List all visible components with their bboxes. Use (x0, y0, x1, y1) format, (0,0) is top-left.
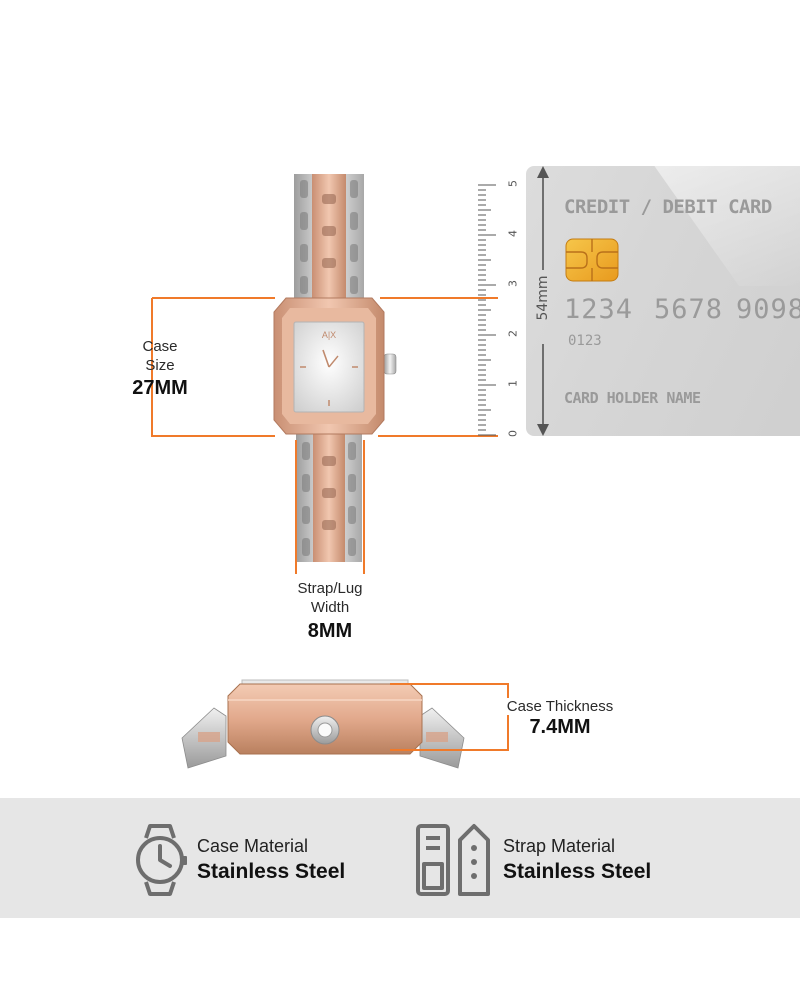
case-thickness-value: 7.4MM (510, 716, 610, 739)
ruler-label: 0 (506, 430, 520, 437)
ruler-label: 3 (506, 280, 520, 287)
watch-icon (136, 824, 187, 896)
watch-side-illustration (181, 679, 465, 769)
strap-icon (416, 824, 490, 896)
spec-case-material-title: Case Material (197, 836, 309, 856)
strap-width-guide-lines (295, 440, 365, 574)
card-small-number: 0123 (568, 333, 602, 349)
card-chip-icon (565, 238, 619, 282)
case-thickness-label: Case Thickness (495, 698, 625, 715)
card-title: CREDIT / DEBIT CARD (564, 196, 772, 218)
ruler-label: 5 (506, 180, 520, 187)
brand-mark: A|X (322, 330, 336, 340)
upper-strap (294, 174, 364, 300)
watch-front-illustration: A|X (273, 174, 397, 562)
strap-width-value: 8MM (307, 620, 353, 642)
spec-case-material-value: Stainless Steel (197, 860, 346, 883)
case-size-guide-lines (151, 297, 498, 437)
case-size-label: Case Size (142, 338, 178, 374)
case-thickness-guide-lines (390, 683, 509, 751)
card-height-arrow (537, 166, 549, 436)
spec-strap-material-value: Stainless Steel (503, 860, 652, 883)
card-height-label: 54mm (535, 275, 551, 321)
lower-strap (296, 432, 362, 562)
case-size-value: 27MM (132, 377, 188, 399)
card-number-group-2: 5678 (654, 294, 724, 325)
ruler-label: 4 (506, 230, 520, 237)
ruler-label: 2 (506, 330, 520, 337)
spec-band (0, 798, 800, 918)
strap-width-label: Strap/Lug Width (297, 580, 363, 616)
ruler (478, 184, 496, 436)
card-holder-name: CARD HOLDER NAME (564, 389, 701, 407)
ruler-label: 1 (506, 380, 520, 387)
card-number-group-1: 1234 (564, 294, 634, 325)
spec-strap-material-title: Strap Material (503, 836, 616, 856)
card-number-group-3: 9098 (736, 294, 800, 325)
